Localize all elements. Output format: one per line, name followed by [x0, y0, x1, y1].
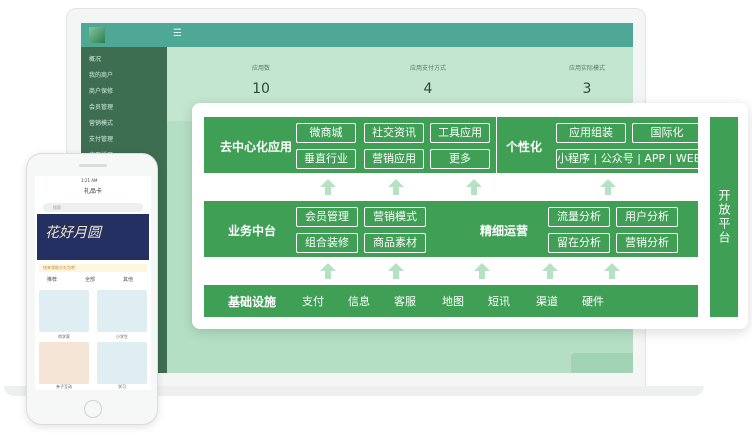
infra-item[interactable]: 支付 — [302, 295, 324, 308]
infra-item[interactable]: 短讯 — [488, 295, 510, 308]
decoration-illustration — [571, 353, 633, 373]
feature-chip[interactable]: 商品素材 — [364, 233, 426, 253]
row-title: 个性化 — [506, 140, 543, 154]
sidebar-item[interactable]: 我的商户 — [89, 72, 114, 79]
row-title: 精细运营 — [480, 224, 529, 238]
up-arrow-icon — [388, 263, 404, 271]
product-card-label: 学习 — [118, 384, 126, 389]
feature-chip[interactable]: 社交资讯 — [364, 123, 424, 143]
sidebar-item[interactable]: 支付管理 — [89, 136, 114, 143]
phone-banner[interactable]: 花好月圆 — [37, 214, 149, 260]
up-arrow-icon — [547, 271, 553, 279]
sidebar-item[interactable]: 营销模式 — [89, 120, 114, 127]
feature-chip[interactable]: 应用组装 — [556, 123, 626, 143]
open-platform-panel[interactable]: 开放平台 — [710, 117, 738, 317]
feature-chip[interactable]: 国际化 — [632, 123, 702, 143]
up-arrow-icon — [471, 187, 477, 195]
product-card[interactable] — [97, 290, 147, 332]
phone-tab[interactable]: 推荐 — [47, 277, 58, 283]
sidebar-item[interactable]: 会员管理 — [89, 104, 114, 111]
phone-tab[interactable]: 全部 — [85, 277, 96, 283]
status-time: 3:21 AM — [81, 178, 98, 183]
stat-label: 应用数 — [251, 65, 270, 72]
feature-chip[interactable]: 营销模式 — [364, 207, 426, 227]
divider — [496, 117, 497, 173]
business-middle-platform-row: 业务中台 会员管理 营销模式 组合装修 商品素材 精细运营 流量分析 用户分析 … — [204, 201, 698, 257]
notice-bar[interactable]: 快来领取大礼包吧 — [39, 264, 147, 272]
feature-chip[interactable]: 营销分析 — [616, 233, 678, 253]
banner-text: 花好月圆 — [45, 225, 101, 241]
dashboard-header: ☰ — [81, 23, 633, 47]
phone-speaker — [79, 164, 107, 167]
stat-label: 应用实际模式 — [568, 65, 605, 72]
row-title: 去中心化应用 — [220, 140, 293, 154]
architecture-card: 去中心化应用 微商城 社交资讯 工具应用 垂直行业 营销应用 更多 个性化 应用… — [192, 103, 748, 329]
up-arrow-icon — [605, 187, 611, 195]
product-card[interactable] — [97, 342, 147, 384]
product-card[interactable] — [39, 342, 89, 384]
up-arrow-icon — [388, 179, 404, 187]
menu-icon[interactable]: ☰ — [173, 28, 182, 39]
up-arrow-icon — [600, 179, 616, 187]
product-card-label: 亲子互动 — [56, 384, 72, 389]
phone-page-title: 礼品卡 — [83, 188, 102, 195]
up-arrow-icon — [325, 187, 331, 195]
row-title: 基础设施 — [228, 295, 277, 309]
sidebar-item[interactable]: 商户保修 — [89, 88, 114, 95]
feature-chip[interactable]: 更多 — [430, 149, 490, 169]
phone-screen: 3:21 AM 礼品卡 搜索 花好月圆 快来领取大礼包吧 推荐 全部 其他 尚学… — [35, 176, 151, 390]
row-title: 业务中台 — [228, 224, 277, 238]
infra-item[interactable]: 客服 — [394, 295, 416, 308]
up-arrow-icon — [393, 271, 399, 279]
app-logo-icon — [89, 27, 105, 43]
feature-chip[interactable]: 工具应用 — [430, 123, 490, 143]
stat-value: 3 — [582, 81, 592, 97]
phone-tab[interactable]: 其他 — [123, 277, 134, 283]
product-card[interactable] — [39, 290, 89, 332]
up-arrow-icon — [320, 179, 336, 187]
feature-chip[interactable]: 组合装修 — [296, 233, 358, 253]
status-bar: 3:21 AM — [35, 176, 151, 186]
up-arrow-icon — [474, 263, 490, 271]
infra-item[interactable]: 渠道 — [536, 295, 558, 308]
up-arrow-icon — [325, 271, 331, 279]
up-arrow-icon — [604, 263, 620, 271]
up-arrow-icon — [542, 263, 558, 271]
product-card-label: 尚学家 — [58, 334, 70, 339]
feature-chip[interactable]: 营销应用 — [364, 149, 424, 169]
feature-chip[interactable]: 用户分析 — [616, 207, 678, 227]
up-arrow-icon — [320, 263, 336, 271]
stat-value: 10 — [252, 81, 270, 97]
feature-chip[interactable]: 会员管理 — [296, 207, 358, 227]
up-arrow-icon — [479, 271, 485, 279]
phone-mockup: 3:21 AM 礼品卡 搜索 花好月圆 快来领取大礼包吧 推荐 全部 其他 尚学… — [26, 153, 158, 425]
up-arrow-icon — [466, 179, 482, 187]
stat-value: 4 — [423, 81, 433, 97]
phone-search-input[interactable]: 搜索 — [43, 203, 143, 212]
product-card-label: 小学生 — [116, 334, 128, 339]
up-arrow-icon — [609, 271, 615, 279]
infra-item[interactable]: 信息 — [348, 295, 370, 308]
up-arrow-icon — [393, 187, 399, 195]
feature-chip[interactable]: 留在分析 — [548, 233, 610, 253]
infra-item[interactable]: 地图 — [442, 295, 464, 308]
home-button[interactable] — [84, 400, 102, 418]
feature-chip[interactable]: 微商城 — [296, 123, 356, 143]
decentralized-apps-row: 去中心化应用 微商城 社交资讯 工具应用 垂直行业 营销应用 更多 个性化 应用… — [204, 117, 702, 173]
sidebar-item[interactable]: 概况 — [89, 56, 102, 63]
stat-label: 应用支付方式 — [409, 65, 446, 72]
laptop-base — [4, 386, 704, 396]
feature-chip[interactable]: 流量分析 — [548, 207, 610, 227]
feature-chip[interactable]: 垂直行业 — [296, 149, 356, 169]
infrastructure-row: 基础设施 支付 信息 客服 地图 短讯 渠道 硬件 — [204, 285, 698, 317]
infra-item[interactable]: 硬件 — [582, 295, 604, 308]
feature-chip[interactable]: 小程序 | 公众号 | APP | WEB — [556, 149, 702, 169]
